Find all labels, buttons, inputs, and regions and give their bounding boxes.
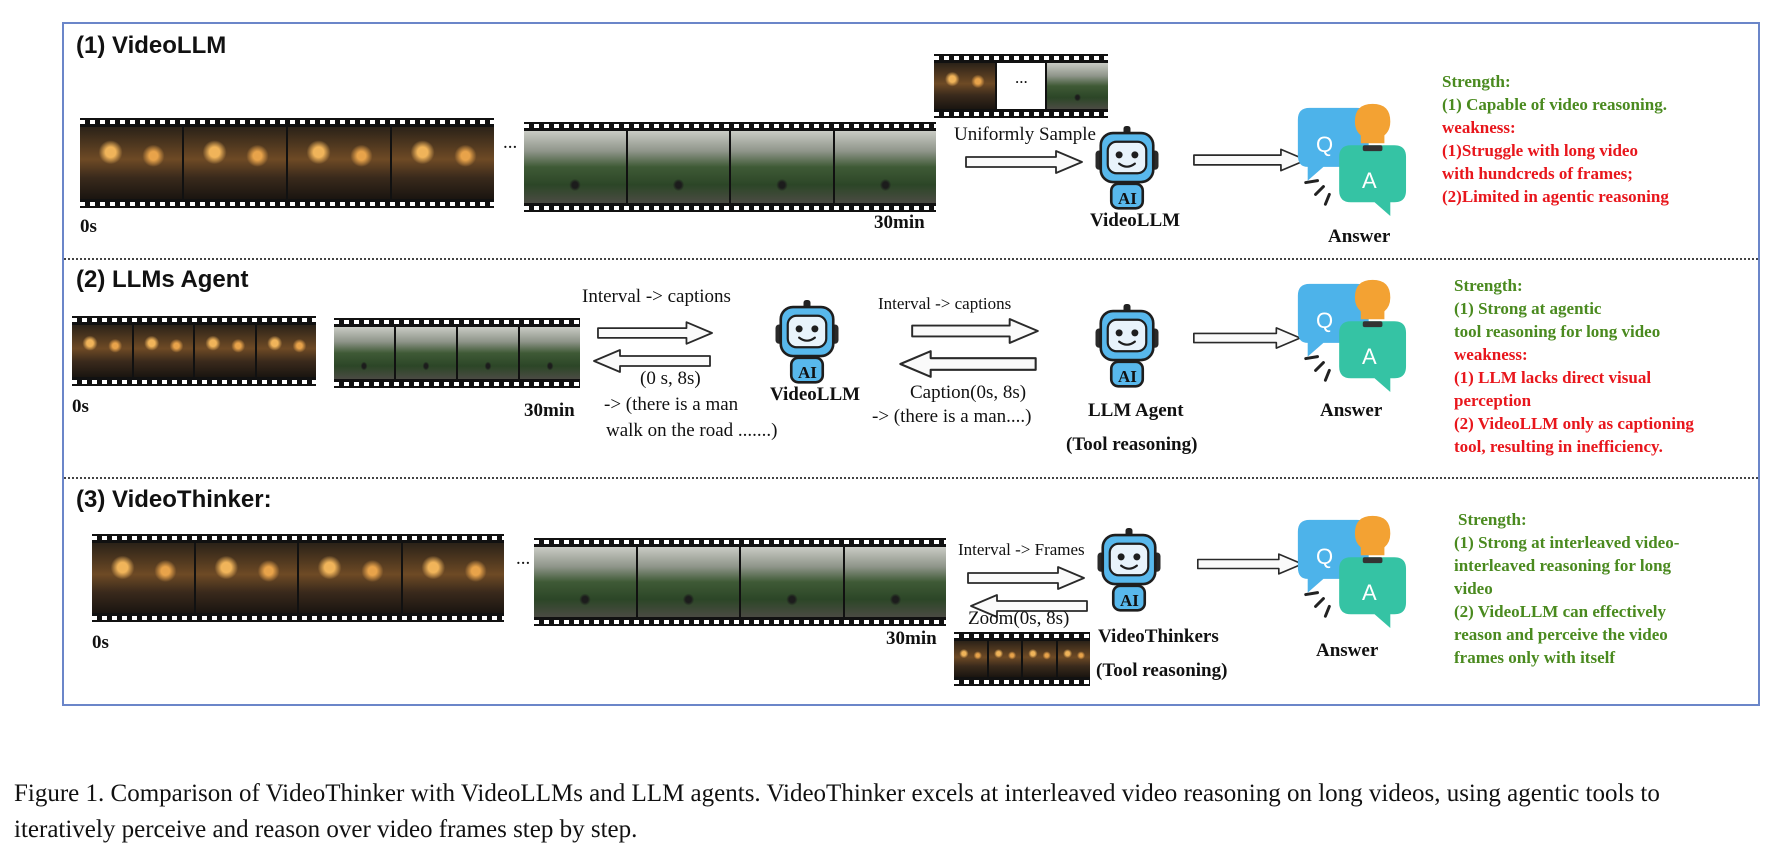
row2-strength-weakness-panel: Strength: (1) Strong at agentic tool rea… <box>1454 274 1694 458</box>
row3-arrow-to-answer <box>1196 552 1304 576</box>
row2-left-reply-3: walk on the road .......) <box>606 420 778 441</box>
row1-arrow-to-videollm <box>962 150 1086 174</box>
row2-arrow-to-agent <box>880 318 1070 344</box>
row1-sample-label: Uniformly Sample <box>954 124 1096 145</box>
row1-filmstrip-start <box>80 118 494 208</box>
row1-qa-icon <box>1290 100 1408 218</box>
row3-zoom-label: Zoom(0s, 8s) <box>968 608 1070 629</box>
row2-filmstrip-end <box>334 318 580 388</box>
row2-start-time: 0s <box>72 396 89 417</box>
row2-right-reply-1: Caption(0s, 8s) <box>910 382 1027 403</box>
row2-agent-sub: (Tool reasoning) <box>1066 434 1198 455</box>
row2-weakness-title: weakness: <box>1454 345 1528 364</box>
row1-strength-item: (1) Capable of video reasoning. <box>1442 95 1667 114</box>
row-divider-1 <box>64 258 1758 260</box>
row3-strength-item: interleaved reasoning for long <box>1454 556 1672 575</box>
row3-top-label: Interval -> Frames <box>958 540 1085 559</box>
row3-strength-item: video <box>1454 579 1493 598</box>
row3-answer-label: Answer <box>1316 640 1379 661</box>
row1-title: (1) VideoLLM <box>76 32 227 59</box>
row1-sampled-strip <box>934 54 1109 118</box>
row1-strength-title: Strength: <box>1442 72 1511 91</box>
row2-a-letter: A <box>1362 344 1377 369</box>
row3-arrow-to-model <box>962 566 1090 590</box>
row3-model-label: VideoThinkers <box>1098 626 1219 647</box>
row2-weakness-item: (1) LLM lacks direct visual <box>1454 368 1652 387</box>
row3-title: (3) VideoThinker: <box>76 486 272 513</box>
row1-weakness-item: (2)Limited in agentic reasoning <box>1442 187 1669 206</box>
row3-robot-badge: AI <box>1120 591 1139 610</box>
row1-model-label: VideoLLM <box>1090 210 1181 231</box>
row2-filmstrip-start <box>72 316 316 386</box>
row3-model-sub: (Tool reasoning) <box>1096 660 1228 681</box>
row3-strength-item: (1) Strong at interleaved video- <box>1454 533 1680 552</box>
row2-weakness-item: tool, resulting in inefficiency. <box>1454 437 1663 456</box>
row1-q-letter: Q <box>1316 132 1334 157</box>
row3-strength-item: (2) VideoLLM can effectively <box>1454 602 1666 621</box>
row1-ellipsis: ... <box>503 132 518 153</box>
figure-caption: Figure 1. Comparison of VideoThinker wit… <box>14 780 1660 843</box>
row3-filmstrip-end <box>534 538 946 626</box>
row1-strength-weakness-panel: Strength: (1) Capable of video reasoning… <box>1442 70 1669 208</box>
row1-end-time: 30min <box>874 212 925 233</box>
row2-videollm-robot-badge: AI <box>798 363 817 382</box>
row2-right-reply-2: -> (there is a man....) <box>872 406 1032 427</box>
row2-strength-title: Strength: <box>1454 276 1523 295</box>
row2-agent-robot-badge: AI <box>1118 367 1137 386</box>
row2-left-top-label: Interval -> captions <box>582 286 731 307</box>
row2-end-time: 30min <box>524 400 575 421</box>
row2-arrow-to-videollm <box>596 320 714 346</box>
row3-q-letter: Q <box>1316 544 1334 569</box>
row3-filmstrip-start <box>92 534 504 622</box>
row2-qa-icon <box>1290 276 1408 394</box>
row2-agent-label: LLM Agent <box>1088 400 1184 421</box>
row2-right-top-label: Interval -> captions <box>878 294 1012 313</box>
row1-sample-ellipsis: ... <box>1015 68 1028 87</box>
row3-strength-title: Strength: <box>1458 510 1527 529</box>
row2-left-reply-1: (0 s, 8s) <box>640 368 701 389</box>
row2-strength-item: tool reasoning for long video <box>1454 322 1661 341</box>
row2-arrow-to-answer <box>1192 326 1302 350</box>
row2-q-letter: Q <box>1316 308 1334 333</box>
row3-strength-panel: Strength: (1) Strong at interleaved vide… <box>1454 508 1679 669</box>
row2-weakness-item: perception <box>1454 391 1532 410</box>
row2-answer-label: Answer <box>1320 400 1383 421</box>
row2-left-reply-2: -> (there is a man <box>604 394 739 415</box>
figure-frame <box>62 22 1760 706</box>
row1-robot-badge: AI <box>1118 189 1137 208</box>
row3-strength-item: reason and perceive the video <box>1454 625 1668 644</box>
row2-strength-item: (1) Strong at agentic <box>1454 299 1602 318</box>
row1-a-letter: A <box>1362 168 1377 193</box>
row-divider-2 <box>64 477 1758 479</box>
row2-weakness-item: (2) VideoLLM only as captioning <box>1454 414 1694 433</box>
row2-title: (2) LLMs Agent <box>76 266 249 293</box>
row3-strength-item: frames only with itself <box>1454 648 1616 667</box>
row1-start-time: 0s <box>80 216 97 237</box>
row1-weakness-title: weakness: <box>1442 118 1516 137</box>
row3-a-letter: A <box>1362 580 1377 605</box>
row3-end-time: 30min <box>886 628 937 649</box>
row1-weakness-item: (1)Struggle with long video <box>1442 141 1638 160</box>
row1-answer-label: Answer <box>1328 226 1391 247</box>
row2-arrow-from-agent <box>876 350 1060 378</box>
row1-filmstrip-end <box>524 122 936 212</box>
row3-qa-icon <box>1290 512 1408 630</box>
row2-model-label: VideoLLM <box>770 384 861 405</box>
row1-weakness-item: with hundcreds of frames; <box>1442 164 1633 183</box>
row3-start-time: 0s <box>92 632 109 653</box>
row3-zoomed-strip <box>954 632 1090 686</box>
row3-ellipsis: ... <box>516 548 531 569</box>
